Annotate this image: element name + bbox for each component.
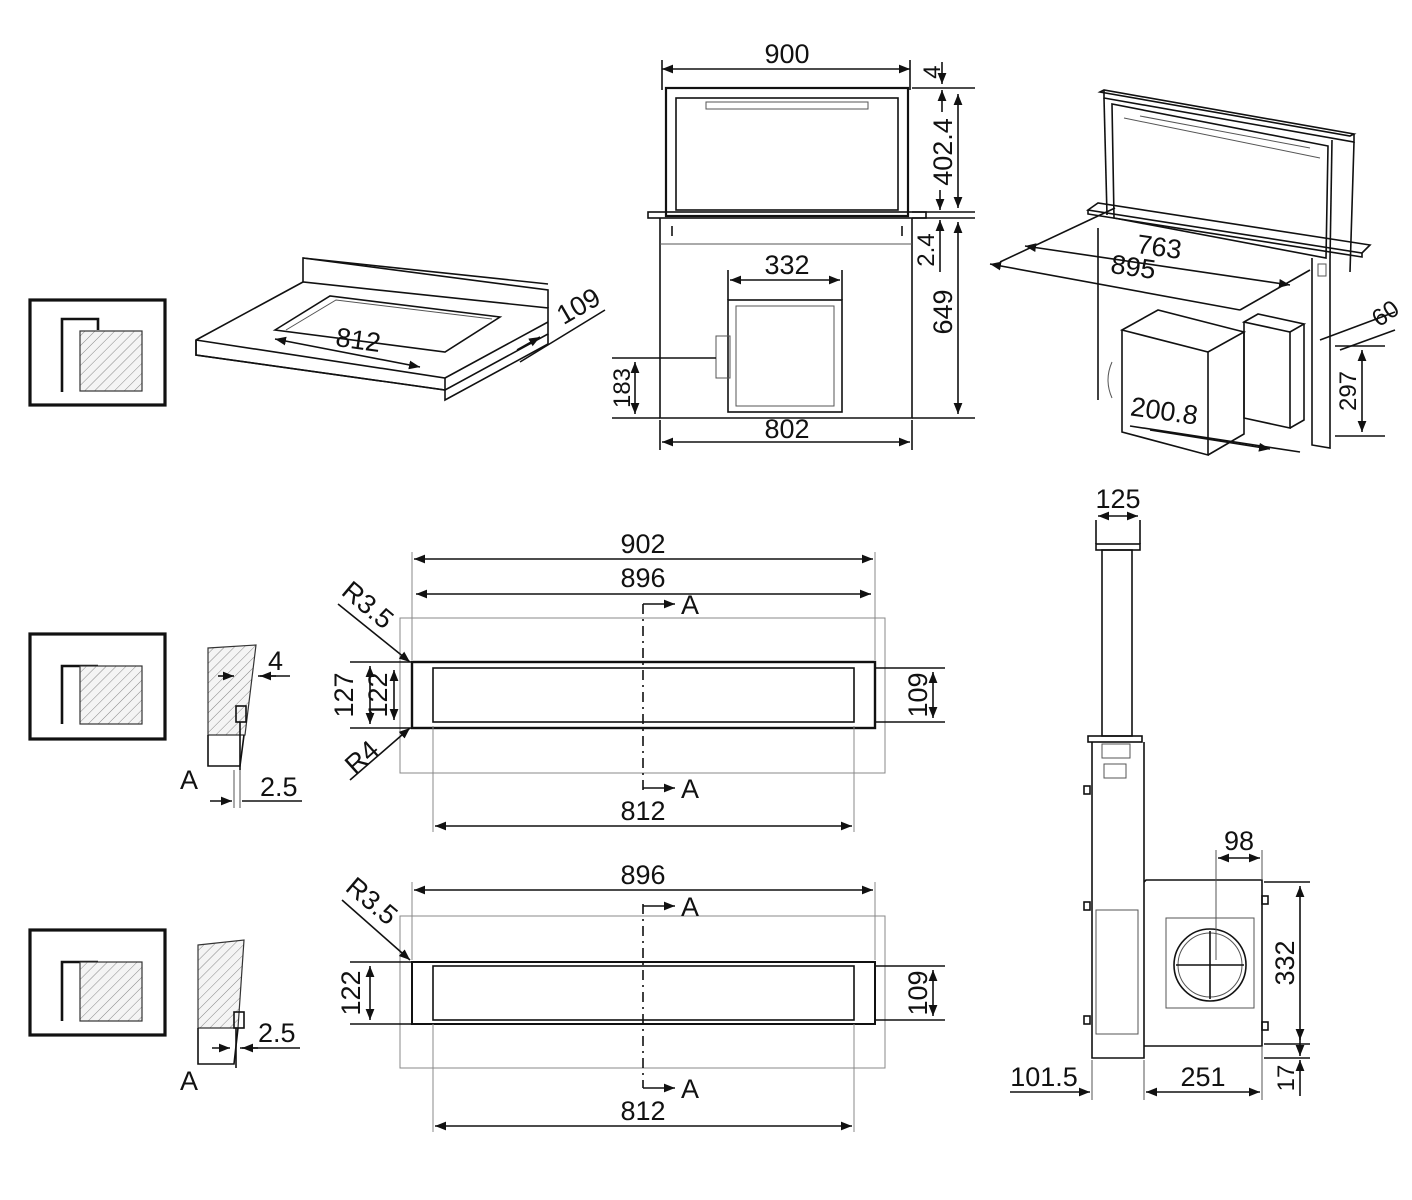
depth-offset-label: 60 xyxy=(1367,295,1404,332)
motor-width-label: 332 xyxy=(764,250,809,280)
install-icon-surface xyxy=(28,928,167,1037)
motor-height-label: 297 xyxy=(1335,371,1362,411)
cutout1-outer-width-label: 902 xyxy=(620,529,665,559)
outlet-height-label: 183 xyxy=(609,368,636,408)
cutout2-width-label: 896 xyxy=(620,860,665,890)
cutout1-radius-top-label: R3.5 xyxy=(336,575,399,635)
section-detail-1 xyxy=(207,644,257,770)
cutout2-height-label: 122 xyxy=(336,970,366,1015)
section1-marker-a: A xyxy=(180,765,198,795)
cutout2-side-height-label: 109 xyxy=(903,970,933,1015)
cutout2-glass-width-label: 812 xyxy=(620,1096,665,1126)
install-icon-flush xyxy=(28,298,167,407)
base-offset-label: 17 xyxy=(1273,1065,1300,1092)
cutout2-radius-label: R3.5 xyxy=(340,871,403,931)
outlet-diameter-label: 98 xyxy=(1224,826,1254,856)
body-height-label: 649 xyxy=(928,289,958,334)
install-icon-flush-2 xyxy=(28,632,167,741)
cutout-plan-2 xyxy=(399,901,886,1093)
cutout1-side-height-label: 109 xyxy=(903,672,933,717)
rise-height-label: 402.4 xyxy=(928,118,958,186)
motor-offset-label: 200.8 xyxy=(1129,392,1200,431)
worktop-cutout-width-label: 812 xyxy=(334,322,383,358)
section-marker-a-bottom: A xyxy=(681,774,699,804)
body-width-label: 802 xyxy=(764,414,809,444)
section1-gap-label: 2.5 xyxy=(260,772,298,802)
top-thickness-label: 4 xyxy=(919,65,946,78)
motor-side-height-label: 332 xyxy=(1270,940,1300,985)
section2-marker-a-bottom: A xyxy=(681,1074,699,1104)
cutout-plan-1 xyxy=(399,599,886,793)
worktop-isometric xyxy=(195,257,606,402)
hood-side-view xyxy=(1083,543,1269,1059)
frame-offset-label: 101.5 xyxy=(1010,1062,1078,1092)
section1-thickness-label: 4 xyxy=(268,646,283,676)
worktop-depth-label: 109 xyxy=(551,282,605,331)
hood-isometric xyxy=(1085,89,1372,457)
frame-thickness-label: 2.4 xyxy=(913,233,940,266)
hood-front-view xyxy=(647,86,927,419)
section2-marker-a-top: A xyxy=(681,892,699,922)
section2-marker-a: A xyxy=(180,1066,198,1096)
cutout1-inner-width-label: 896 xyxy=(620,563,665,593)
section-detail-2 xyxy=(197,939,245,1068)
cutout1-outer-height-label: 127 xyxy=(329,672,359,717)
cutout1-glass-width-label: 812 xyxy=(620,796,665,826)
duct-width-label: 125 xyxy=(1095,484,1140,514)
cutout1-radius-bottom-label: R4 xyxy=(339,735,385,780)
hood-frame-width-label: 895 xyxy=(1109,249,1158,285)
cutout1-inner-height-label: 122 xyxy=(363,672,393,717)
hood-width-label: 900 xyxy=(764,39,809,69)
motor-depth-label: 251 xyxy=(1180,1062,1225,1092)
hood-glass-width-label: 763 xyxy=(1135,229,1184,265)
section2-gap-label: 2.5 xyxy=(258,1018,296,1048)
